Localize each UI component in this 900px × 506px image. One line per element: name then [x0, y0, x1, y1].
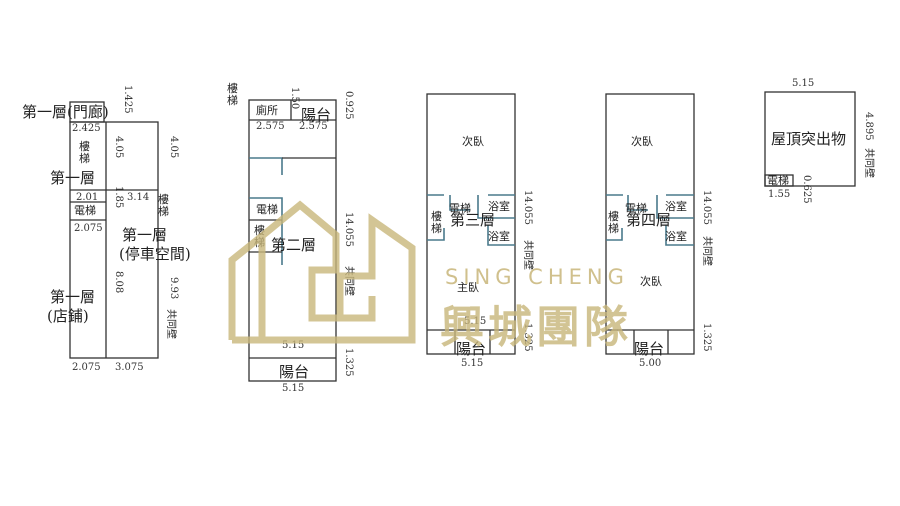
dim-bottom-w: 5.15 [282, 383, 304, 394]
bedroom-2-label: 次臥 [640, 274, 662, 288]
roof-title: 屋頂突出物 [771, 130, 846, 148]
stairs-char-1: 樓 [431, 209, 442, 223]
bath-2-label: 浴室 [488, 229, 510, 243]
stairs-right-char-2: 梯 [158, 205, 169, 218]
elevator-label: 電梯 [767, 174, 789, 187]
dim-top-small: 1.50 [289, 87, 300, 109]
dim-bottom-h: 1.325 [522, 323, 533, 352]
floor-4-title: 第四層 [626, 211, 671, 229]
dim-lower-w: 2.075 [74, 223, 103, 234]
parking-subtitle: (停車空間) [119, 245, 191, 263]
balcony-label: 陽台 [634, 340, 664, 358]
shop-subtitle: (店鋪) [47, 307, 89, 325]
dim-porch-w: 2.425 [72, 123, 101, 134]
dim-main-h: 14.055 [522, 190, 533, 225]
bath-1-label: 浴室 [665, 199, 687, 213]
dim-inner-w: 5.15 [464, 316, 486, 327]
floor-2-title: 第二層 [271, 236, 316, 254]
dim-toilet-w: 2.575 [256, 121, 285, 132]
floor-3-title: 第三層 [450, 211, 495, 229]
stairs-label-char-1: 樓 [79, 139, 90, 153]
elevator-label: 電梯 [256, 203, 278, 216]
dim-bottom-w: 5.00 [639, 358, 661, 369]
dim-bottom-right: 3.075 [115, 362, 144, 373]
shared-wall-label: 共同壁 [863, 148, 876, 178]
watermark-cn: 興城團隊 [440, 302, 632, 353]
balcony-label: 陽台 [456, 340, 486, 358]
shop-title: 第一層 [50, 288, 95, 306]
elevator-label: 電梯 [74, 204, 96, 217]
dim-total-h: 9.93 [168, 277, 179, 299]
balcony-top-label: 陽台 [301, 106, 331, 124]
logo-house-mark [228, 200, 416, 344]
dim-shop-h: 8.08 [113, 271, 124, 293]
floor-3-plan: 次臥 電梯 浴室 浴室 樓 梯 第三層 主臥 14.055 共同壁 5.15 1… [426, 93, 535, 369]
dim-top-h: 0.925 [343, 91, 354, 120]
dim-right-h: 4.895 [863, 112, 874, 141]
elevator-label: 電梯 [625, 202, 647, 215]
stairs-char-2: 梯 [431, 222, 442, 235]
dim-mid-w: 3.14 [127, 192, 149, 203]
parking-title: 第一層 [122, 226, 167, 244]
dim-bottom-left: 2.075 [72, 362, 101, 373]
dim-elev-h: 1.85 [113, 186, 124, 208]
dim-bottom-w: 5.15 [461, 358, 483, 369]
dim-stair-h: 4.05 [113, 136, 124, 158]
watermark-logo: SING CHENG 興城團隊 [228, 200, 632, 353]
dim-right-h: 4.05 [168, 136, 179, 158]
watermark-en: SING CHENG [445, 265, 629, 289]
dim-porch-h: 1.425 [122, 85, 133, 114]
stairs-right-char-1: 樓 [158, 192, 169, 206]
dim-top-w: 5.15 [792, 78, 814, 89]
bedroom-label: 次臥 [462, 134, 484, 148]
shared-wall-label: 共同壁 [165, 309, 178, 339]
master-bedroom-label: 主臥 [457, 281, 479, 294]
bath-1-label: 浴室 [488, 199, 510, 213]
dim-main-h: 14.055 [343, 212, 354, 247]
bedroom-label: 次臥 [631, 134, 653, 148]
dim-bottom-h: 1.325 [701, 323, 712, 352]
floor-1-title: 第一層 [50, 169, 95, 187]
elevator-label: 電梯 [449, 202, 471, 215]
shared-wall-label: 共同壁 [522, 240, 535, 270]
stairs-label-char-2: 梯 [79, 152, 90, 165]
dim-inner-w: 5.15 [282, 340, 304, 351]
dim-main-h: 14.055 [701, 190, 712, 225]
shared-wall-label: 共同壁 [343, 266, 356, 296]
dim-elev-w: 1.55 [768, 189, 790, 200]
roof-plan: 5.15 屋頂突出物 4.895 共同壁 電梯 1.55 0.625 [764, 78, 876, 204]
dim-balcony-w: 2.575 [299, 121, 328, 132]
shared-wall-label: 共同壁 [701, 236, 714, 266]
stairs-char-2: 梯 [608, 222, 619, 235]
dim-elev-w: 2.01 [76, 192, 98, 203]
balcony-bottom-label: 陽台 [279, 363, 309, 381]
stairs-char-1: 樓 [254, 223, 265, 237]
floor-1-plan: 第一層(門廊) 第一層 第一層 (停車空間) 第一層 (店鋪) 樓 梯 樓 梯 … [22, 85, 191, 373]
stairs-top-char-1: 樓 [227, 81, 238, 95]
bath-2-label: 浴室 [665, 229, 687, 243]
dim-bottom-h: 1.325 [343, 348, 354, 377]
porch-title: 第一層(門廊) [22, 103, 109, 121]
stairs-char-1: 樓 [608, 209, 619, 223]
floor-4-plan: 次臥 電梯 浴室 浴室 樓 梯 第四層 次臥 14.055 共同壁 1.325 … [605, 93, 714, 369]
stairs-top-char-2: 梯 [227, 94, 238, 107]
toilet-label: 廁所 [256, 103, 278, 117]
dim-elev-h: 0.625 [801, 175, 812, 204]
